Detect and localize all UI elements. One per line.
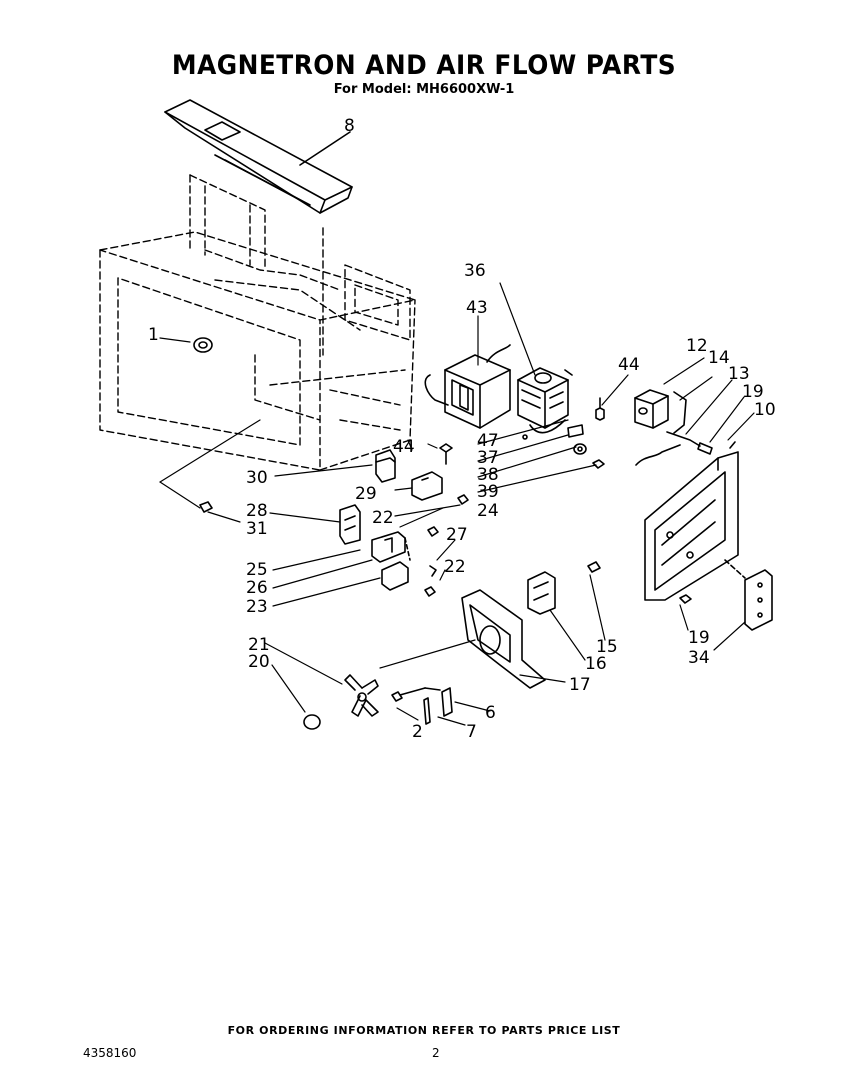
part-30-bracket — [375, 449, 396, 483]
model-subtitle: For Model: MH6600XW-1 — [333, 82, 515, 97]
part-43-transformer — [424, 344, 511, 429]
ordering-note: FOR ORDERING INFORMATION REFER TO PARTS … — [227, 1024, 621, 1037]
callout-19-bottom: 19 — [688, 628, 710, 648]
callout-7: 7 — [466, 722, 477, 742]
cavity-assembly — [99, 174, 416, 471]
part-16-motor-bracket — [527, 561, 601, 615]
callout-6: 6 — [485, 703, 496, 723]
page-number: 2 — [432, 1046, 440, 1060]
part-25-26-switch — [371, 531, 411, 563]
callout-17: 17 — [569, 675, 591, 695]
callout-37: 37 — [477, 448, 499, 468]
part-12-capacitor — [634, 389, 687, 434]
parts-22-24-27-screws — [199, 494, 469, 597]
parts-6-2-7-hardware — [391, 687, 453, 725]
part-20-nut — [303, 714, 321, 730]
callout-8: 8 — [344, 116, 355, 136]
part-23-switch — [381, 561, 409, 591]
callout-29: 29 — [355, 484, 377, 504]
callout-31: 31 — [246, 519, 268, 539]
part-8-air-guide — [164, 99, 353, 214]
callout-19-top: 19 — [742, 382, 764, 402]
callout-26: 26 — [246, 578, 268, 598]
document-number: 4358160 — [83, 1046, 137, 1060]
callout-39: 39 — [477, 482, 499, 502]
callout-44-mid: 44 — [393, 437, 415, 457]
part-36-magnetron — [517, 367, 573, 434]
part-21-fan-blade — [344, 674, 379, 717]
page-title: MAGNETRON AND AIR FLOW PARTS — [171, 50, 677, 81]
part-34-plate — [724, 559, 773, 631]
callout-43: 43 — [466, 298, 488, 318]
callout-34: 34 — [688, 648, 710, 668]
part-19-screw-lower — [679, 594, 692, 604]
part-17-fan-housing — [461, 589, 546, 689]
callout-44-top: 44 — [618, 355, 640, 375]
callout-13: 13 — [728, 364, 750, 384]
part-44-screws — [439, 397, 605, 465]
callout-20: 20 — [248, 652, 270, 672]
callout-23: 23 — [246, 597, 268, 617]
part-1-grommet — [193, 337, 213, 353]
callout-1: 1 — [148, 325, 159, 345]
callout-15: 15 — [596, 637, 618, 657]
parts-47-37-38-39 — [522, 424, 605, 469]
callout-28: 28 — [246, 501, 268, 521]
callout-24: 24 — [477, 501, 499, 521]
callout-36: 36 — [464, 261, 486, 281]
callout-21: 21 — [248, 635, 270, 655]
callout-30: 30 — [246, 468, 268, 488]
callout-12: 12 — [686, 336, 708, 356]
part-29-switch — [411, 471, 443, 501]
part-10-bracket — [644, 441, 739, 601]
callout-25: 25 — [246, 560, 268, 580]
parts-13-19-diode — [635, 431, 713, 466]
part-28-bracket — [339, 504, 361, 545]
callout-14: 14 — [708, 348, 730, 368]
callout-27: 27 — [446, 525, 468, 545]
callout-2: 2 — [412, 722, 423, 742]
callout-10: 10 — [754, 400, 776, 420]
callout-16: 16 — [585, 654, 607, 674]
callout-22-bottom: 22 — [444, 557, 466, 577]
callout-47: 47 — [477, 431, 499, 451]
callout-22-top: 22 — [372, 508, 394, 528]
callout-38: 38 — [477, 465, 499, 485]
callout-labels: 8 1 36 43 44 12 14 13 19 10 44 47 37 38 … — [148, 116, 776, 742]
